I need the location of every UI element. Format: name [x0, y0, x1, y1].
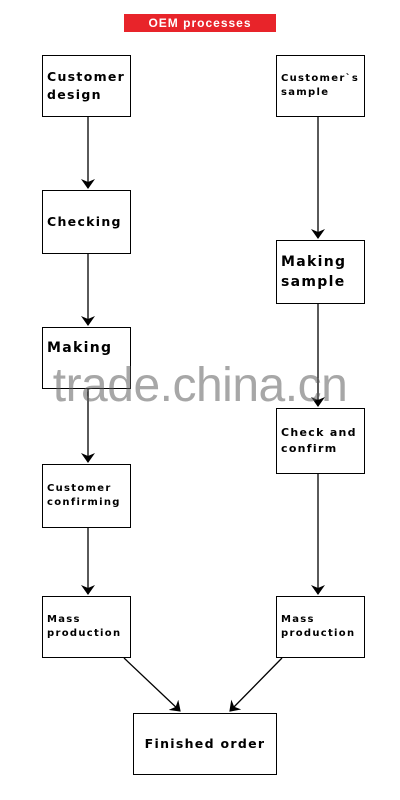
node-checking: Checking [42, 190, 131, 254]
arrow-left-to-finished [123, 657, 181, 712]
node-finished-order: Finished order [133, 713, 277, 775]
arrow-right-to-finished [229, 657, 283, 712]
watermark: trade.china.cn [52, 359, 348, 412]
node-label: Customer confirming [47, 482, 121, 509]
node-customers-sample: Customer`s sample [276, 55, 365, 117]
node-label: Finished order [144, 735, 266, 751]
node-mass-production-left: Mass production [42, 596, 131, 658]
node-label: Making [47, 340, 113, 356]
node-label: Customer design [47, 68, 126, 102]
node-check-and-confirm: Check and confirm [276, 408, 365, 474]
node-customer-confirming: Customer confirming [42, 464, 131, 528]
node-label: Checking [47, 213, 122, 229]
node-customer-design: Customer design [42, 55, 131, 117]
title-banner: OEM processes [124, 14, 276, 32]
node-label: Mass production [281, 613, 356, 640]
node-label: Making sample [281, 253, 347, 290]
node-label: Customer`s sample [281, 72, 360, 99]
node-label: Check and confirm [281, 426, 357, 455]
node-making-sample: Making sample [276, 240, 365, 304]
node-label: Mass production [47, 613, 122, 640]
node-making: Making [42, 327, 131, 389]
node-mass-production-right: Mass production [276, 596, 365, 658]
